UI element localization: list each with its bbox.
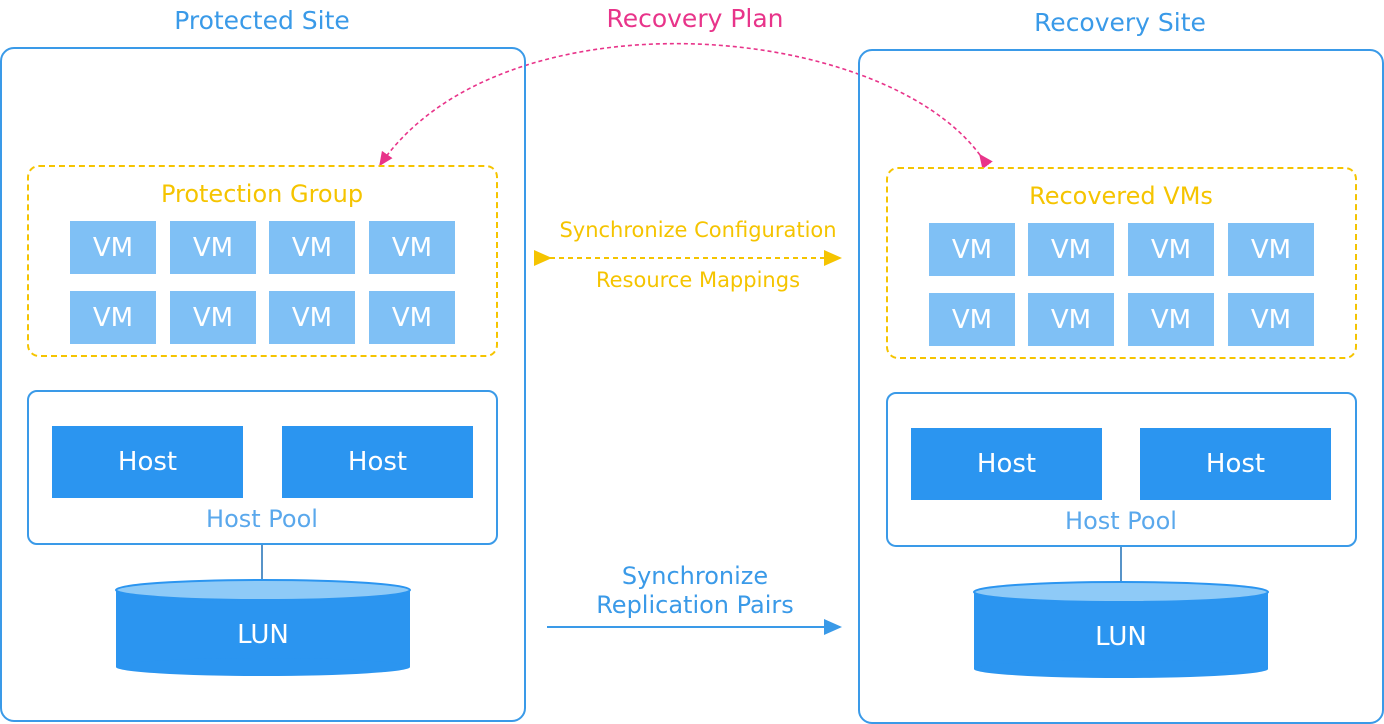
recovered-vm: VM	[1228, 223, 1314, 276]
recovery-host: Host	[911, 428, 1102, 500]
protected-vm: VM	[369, 291, 455, 344]
recovered-vms-title: Recovered VMs	[1029, 182, 1213, 210]
recovery-lun-label: LUN	[1095, 622, 1147, 652]
protected-site-box	[0, 47, 526, 722]
protected-lun-cylinder	[115, 579, 411, 676]
recovered-vm: VM	[929, 293, 1015, 346]
protected-host: Host	[52, 426, 243, 498]
recovery-site-title: Recovery Site	[1034, 8, 1206, 37]
protected-vm: VM	[269, 221, 355, 274]
recovered-vm: VM	[1128, 223, 1214, 276]
sync-config-label: Synchronize Configuration	[559, 218, 837, 242]
recovery-host-pool-label: Host Pool	[1065, 507, 1177, 535]
protected-host: Host	[282, 426, 473, 498]
protected-vm: VM	[70, 221, 156, 274]
recovery-site-box	[858, 49, 1384, 724]
sync-replication-label-1: Synchronize	[621, 562, 769, 590]
recovered-vm: VM	[1128, 293, 1214, 346]
protected-vm: VM	[70, 291, 156, 344]
recovery-plan-arrow	[379, 42, 993, 170]
protection-group-title: Protection Group	[160, 180, 364, 208]
recovered-vms-box	[886, 167, 1357, 359]
recovered-vm: VM	[1028, 293, 1114, 346]
recovery-lun-cylinder	[973, 581, 1269, 678]
protected-lun-label: LUN	[237, 620, 289, 650]
protected-vm: VM	[170, 291, 256, 344]
recovered-vm: VM	[929, 223, 1015, 276]
protected-host-pool-label: Host Pool	[206, 505, 318, 533]
recovery-plan-label: Recovery Plan	[606, 4, 784, 33]
protection-group-box	[27, 165, 498, 357]
protected-vm: VM	[269, 291, 355, 344]
protected-host-pool-box	[27, 390, 498, 545]
recovered-vm: VM	[1028, 223, 1114, 276]
recovered-vm: VM	[1228, 293, 1314, 346]
resource-mappings-label: Resource Mappings	[595, 268, 801, 292]
protected-site-title: Protected Site	[174, 6, 350, 35]
recovery-host-pool-box	[886, 392, 1357, 547]
protected-vm: VM	[170, 221, 256, 274]
recovery-host: Host	[1140, 428, 1331, 500]
sync-replication-label-2: Replication Pairs	[596, 591, 794, 619]
protected-vm: VM	[369, 221, 455, 274]
